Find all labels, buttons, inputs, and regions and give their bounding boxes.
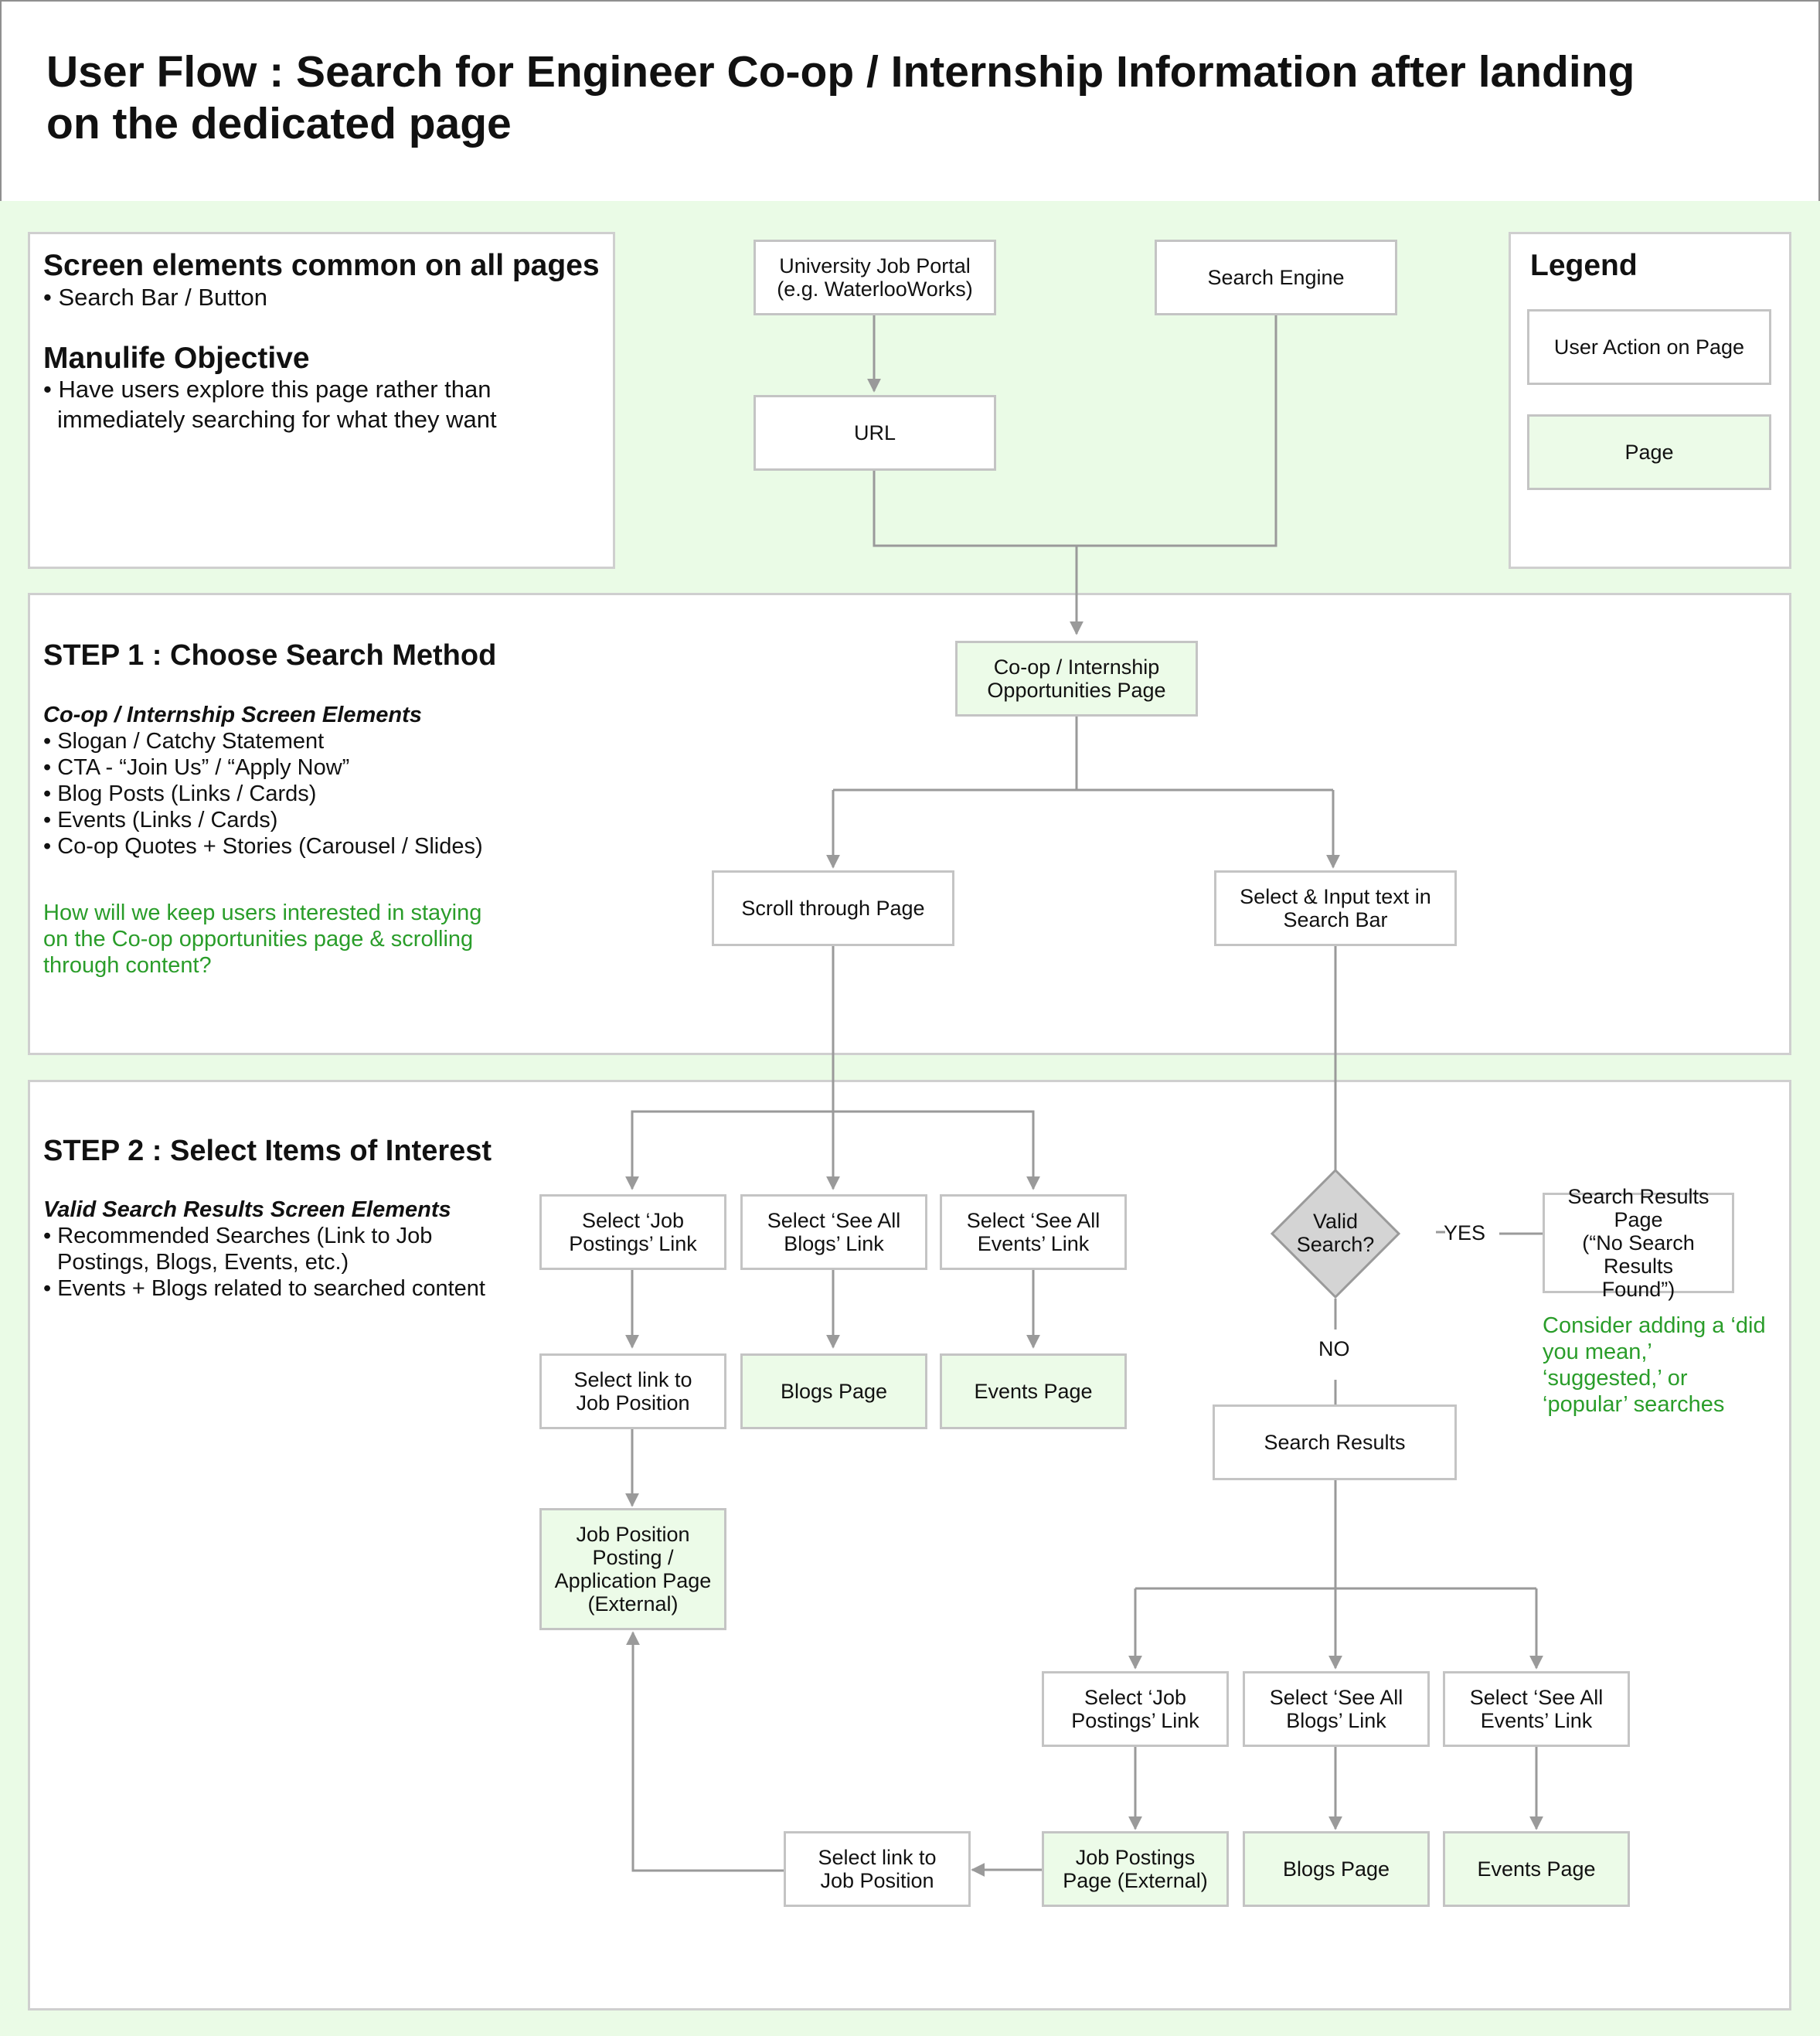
step1-panel <box>28 593 1791 1055</box>
common-elements-item: • Search Bar / Button <box>43 284 268 311</box>
select-job-link-node: Select link to Job Position <box>784 1831 971 1907</box>
step1-item: • Slogan / Catchy Statement <box>43 729 325 754</box>
search-engine-node: Search Engine <box>1155 240 1397 315</box>
objective-item-line2: immediately searching for what they want <box>57 406 497 433</box>
select-events-node: Select ‘See All Events’ Link <box>1443 1671 1630 1747</box>
legend-panel <box>1509 232 1791 569</box>
step1-subtitle: Co-op / Internship Screen Elements <box>43 703 422 727</box>
select-blogs-node: Select ‘See All Blogs’ Link <box>740 1194 927 1270</box>
select-job-postings-node: Select ‘Job Postings’ Link <box>1042 1671 1229 1747</box>
select-events-node: Select ‘See All Events’ Link <box>940 1194 1127 1270</box>
common-elements-panel <box>28 232 615 569</box>
step2-item: Postings, Blogs, Events, etc.) <box>57 1250 349 1275</box>
common-elements-heading: Screen elements common on all pages <box>43 249 600 282</box>
yes-label: YES <box>1444 1221 1486 1244</box>
step2-item: • Recommended Searches (Link to Job <box>43 1224 433 1248</box>
events-page-node: Events Page <box>940 1353 1127 1429</box>
step2-title: STEP 2 : Select Items of Interest <box>43 1135 492 1167</box>
step2-subtitle: Valid Search Results Screen Elements <box>43 1197 451 1222</box>
university-portal-node: University Job Portal (e.g. WaterlooWork… <box>754 240 996 315</box>
select-blogs-node: Select ‘See All Blogs’ Link <box>1243 1671 1430 1747</box>
connector <box>873 471 1077 547</box>
select-job-link-node: Select link to Job Position <box>539 1353 726 1429</box>
step1-question-line: How will we keep users interested in sta… <box>43 901 482 925</box>
select-job-postings-node: Select ‘Job Postings’ Link <box>539 1194 726 1270</box>
blogs-page-node: Blogs Page <box>1243 1831 1430 1907</box>
decision-diamond <box>1270 1168 1401 1299</box>
no-results-page-node: Search Results Page (“No Search Results … <box>1543 1185 1734 1301</box>
step1-question-line: through content? <box>43 953 212 978</box>
connector <box>626 1631 784 1872</box>
search-input-node: Select & Input text in Search Bar <box>1214 870 1457 946</box>
coop-opportunities-page-node: Co-op / Internship Opportunities Page <box>955 641 1198 717</box>
header: User Flow : Search for Engineer Co-op / … <box>0 0 1820 203</box>
connector <box>1070 313 1277 635</box>
blogs-page-node: Blogs Page <box>740 1353 927 1429</box>
search-results-node: Search Results <box>1213 1404 1457 1480</box>
url-node: URL <box>754 395 996 471</box>
step1-item: • Co-op Quotes + Stories (Carousel / Sli… <box>43 834 483 859</box>
job-position-page-node: Job Position Posting / Application Page … <box>539 1508 726 1630</box>
events-page-node: Events Page <box>1443 1831 1630 1907</box>
valid-search-label: Valid Search? <box>1296 1210 1375 1256</box>
suggestion-note-line: Consider adding a ‘did <box>1543 1313 1766 1338</box>
step1-question-line: on the Co-op opportunities page & scroll… <box>43 927 474 952</box>
suggestion-note-line: ‘popular’ searches <box>1543 1392 1725 1417</box>
objective-heading: Manulife Objective <box>43 342 310 375</box>
job-postings-page-node: Job Postings Page (External) <box>1042 1831 1229 1907</box>
legend-user-action: User Action on Page <box>1527 309 1771 385</box>
objective-item-line1: • Have users explore this page rather th… <box>43 376 492 403</box>
step1-title: STEP 1 : Choose Search Method <box>43 639 497 672</box>
page-title: User Flow : Search for Engineer Co-op / … <box>46 47 1635 148</box>
legend-page: Page <box>1527 414 1771 490</box>
suggestion-note-line: you mean,’ <box>1543 1340 1652 1364</box>
scroll-page-node: Scroll through Page <box>712 870 954 946</box>
step1-item: • Blog Posts (Links / Cards) <box>43 781 317 806</box>
step2-item: • Events + Blogs related to searched con… <box>43 1276 485 1301</box>
legend-title: Legend <box>1530 249 1638 282</box>
no-label: NO <box>1318 1337 1350 1360</box>
step1-item: • CTA - “Join Us” / “Apply Now” <box>43 755 350 780</box>
step1-item: • Events (Links / Cards) <box>43 808 278 832</box>
suggestion-note-line: ‘suggested,’ or <box>1543 1366 1688 1391</box>
